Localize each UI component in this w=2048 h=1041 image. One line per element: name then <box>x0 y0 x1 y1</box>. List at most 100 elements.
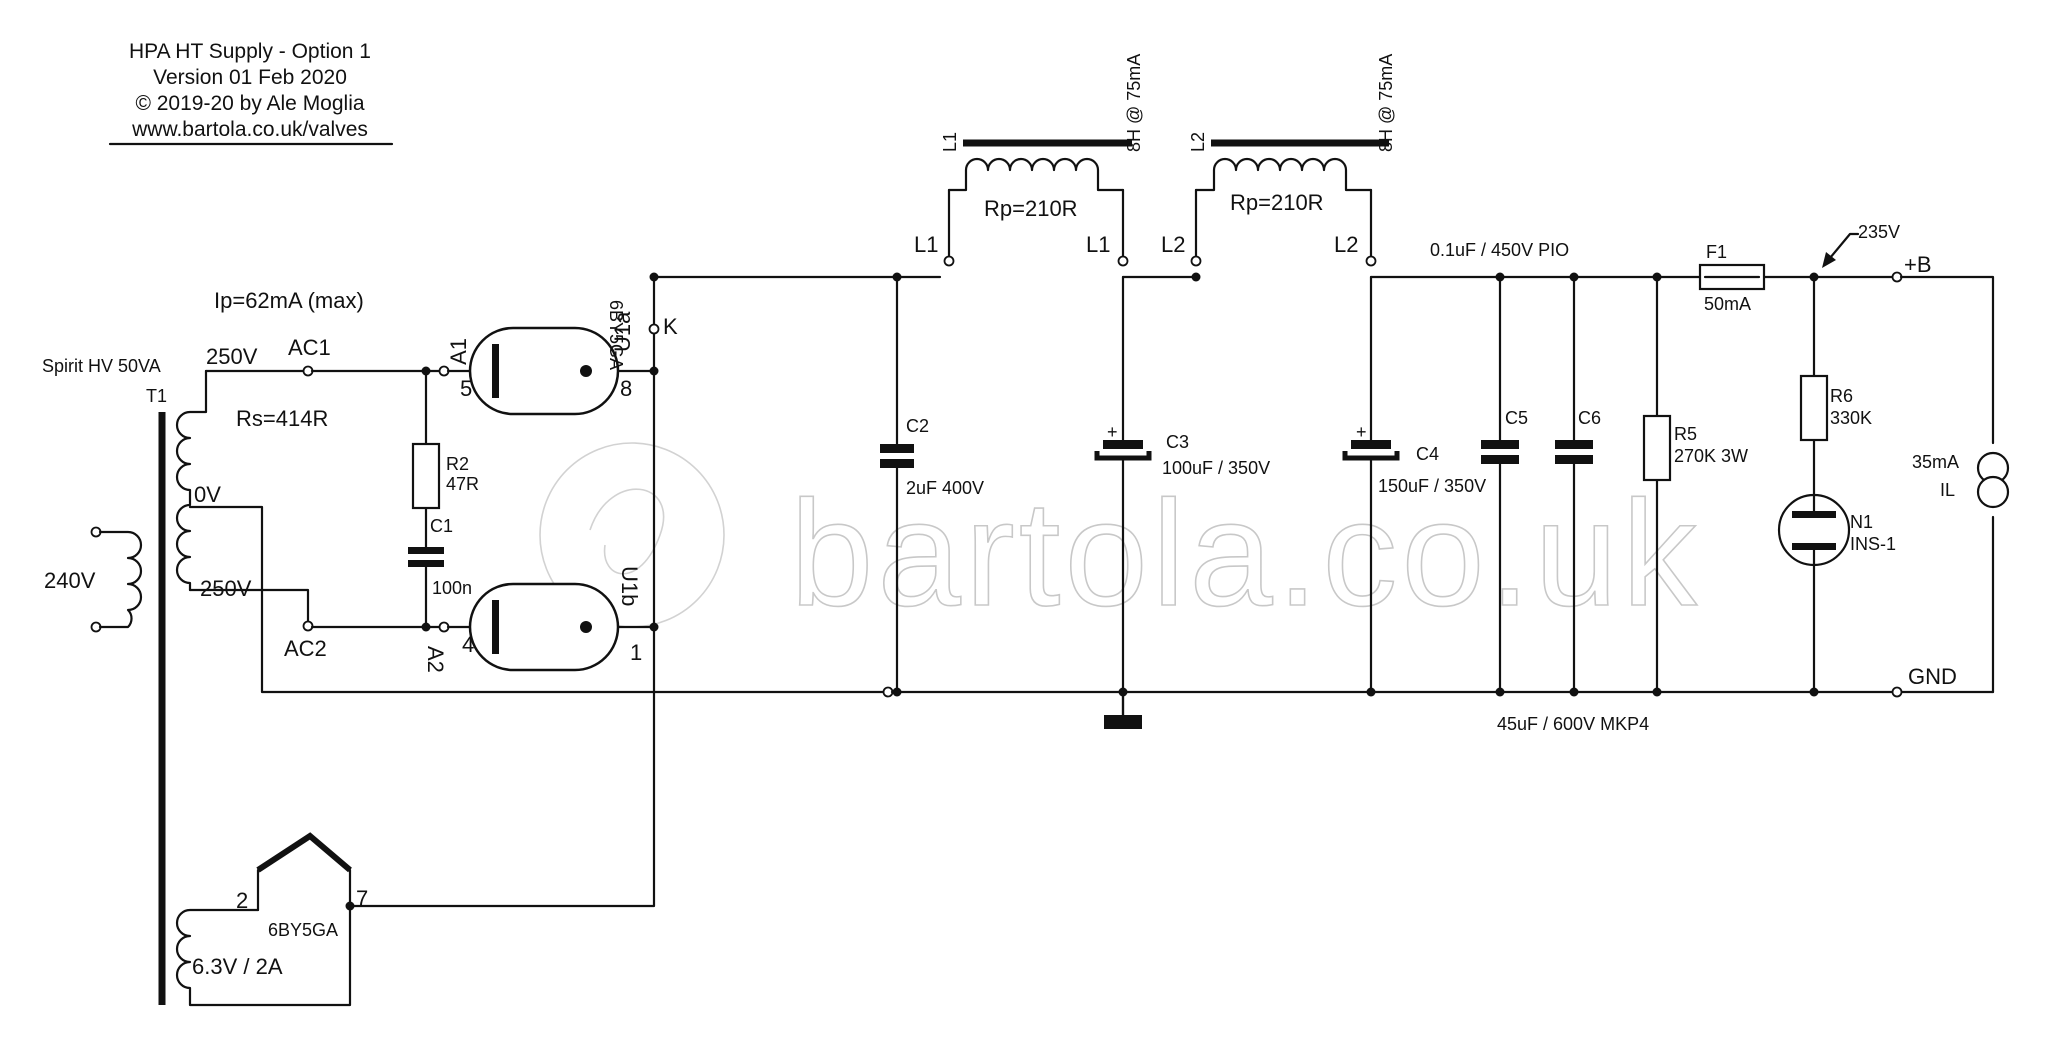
c3-plate-bottom <box>1094 451 1152 461</box>
voltage-pointer-arrowhead <box>1822 252 1836 268</box>
rectifier-u1: Ip=62mA (max) AC1 AC2 A1 5 8 U1a 6BY5GA … <box>214 288 678 940</box>
pin5-label: 5 <box>460 376 472 401</box>
output-labels: +B GND 235V <box>1822 222 1957 689</box>
c4-plus: + <box>1356 422 1367 442</box>
junction-dot <box>421 366 431 376</box>
f1-value: 50mA <box>1704 294 1751 314</box>
ac2-terminal <box>302 620 314 632</box>
n1-electrode-bottom <box>1792 543 1836 550</box>
junction-dot <box>1652 687 1662 697</box>
n1-value: INS-1 <box>1850 534 1896 554</box>
l2-rp: Rp=210R <box>1230 190 1324 215</box>
transformer-t1: Spirit HV 50VA T1 240V 250V 0V 250V Rs=4… <box>42 344 352 1007</box>
r6-ref: R6 <box>1830 386 1853 406</box>
junction-dot <box>1809 687 1819 697</box>
c5-ref: C5 <box>1505 408 1528 428</box>
load-ref: IL <box>1940 480 1955 500</box>
junction-dot <box>1191 272 1201 282</box>
r5-resistor: R5 270K 3W <box>1642 414 1748 482</box>
junction-dot <box>1569 272 1579 282</box>
hpin2-label: 2 <box>236 888 248 913</box>
title-line-4: www.bartola.co.uk/valves <box>131 118 368 141</box>
r5-ref: R5 <box>1674 424 1697 444</box>
r6-resistor: R6 330K <box>1799 374 1872 442</box>
ip-label: Ip=62mA (max) <box>214 288 364 313</box>
source-resistance: Rs=414R <box>236 406 328 431</box>
c3-ref: C3 <box>1166 432 1189 452</box>
r2-ref: R2 <box>446 454 469 474</box>
r2-body <box>411 442 441 510</box>
junction-dot <box>892 272 902 282</box>
c4-plate-top <box>1351 440 1391 449</box>
u1a-label: U1a <box>610 311 635 352</box>
u1a-envelope <box>468 326 620 416</box>
n1-neon: N1 INS-1 <box>1777 493 1896 567</box>
r5-value: 270K 3W <box>1674 446 1748 466</box>
l2-spec: 8H @ 75mA <box>1376 54 1396 152</box>
pin1-label: 1 <box>630 640 642 665</box>
title-line-1: HPA HT Supply - Option 1 <box>129 40 371 63</box>
c6-plate-top <box>1555 440 1593 449</box>
junction-dot <box>1652 272 1662 282</box>
heater-symbol <box>256 834 352 912</box>
c4-capacitor: + C4 150uF / 350V <box>1342 422 1486 496</box>
l2-terminal-left <box>1190 255 1202 267</box>
b-plus-label: +B <box>1904 252 1932 277</box>
junction-dot <box>1569 687 1579 697</box>
heater-filament <box>256 832 352 873</box>
title-line-3: © 2019-20 by Ale Moglia <box>135 92 364 115</box>
c2-plate-bottom <box>880 459 914 468</box>
c5-plate-top <box>1481 440 1519 449</box>
c1-capacitor: C1 100n <box>408 516 472 598</box>
junction-dot <box>1495 272 1505 282</box>
junction-dot <box>649 622 659 632</box>
l1-ref: L1 <box>940 132 960 152</box>
l1-choke: L1 L1 Rp=210R L1 8H @ 75mA <box>914 54 1144 267</box>
a1-label: A1 <box>446 338 471 365</box>
load-current-source: 35mA IL <box>1912 451 2010 509</box>
r2-resistor: R2 47R <box>411 442 479 510</box>
transformer-ref: T1 <box>146 386 167 406</box>
c1-plate-bottom <box>408 560 444 567</box>
l2-ref: L2 <box>1188 132 1208 152</box>
r6-value: 330K <box>1830 408 1872 428</box>
l2-right-label: L2 <box>1334 232 1358 257</box>
c2-value: 2uF 400V <box>906 478 984 498</box>
pin4-label: 4 <box>462 632 474 657</box>
wire-ac2-left <box>188 588 310 624</box>
junction-dot <box>649 366 659 376</box>
hv-secondary-winding <box>175 369 208 592</box>
c2-plate-top <box>880 444 914 453</box>
a2-label: A2 <box>423 646 448 673</box>
junction-dot <box>1495 687 1505 697</box>
n1-electrode-top <box>1792 511 1836 518</box>
load-circle-bottom <box>1976 475 2010 509</box>
ac2-label: AC2 <box>284 636 327 661</box>
f1-ref: F1 <box>1706 242 1727 262</box>
l1-terminal-left <box>943 255 955 267</box>
l1-left-label: L1 <box>914 232 938 257</box>
l2-winding <box>1194 157 1373 192</box>
wire-load-top <box>1899 275 1995 445</box>
c3-plus: + <box>1107 422 1118 442</box>
primary-winding <box>98 530 143 629</box>
r5-body <box>1642 414 1672 482</box>
f1-fuse: F1 50mA <box>1698 242 1766 314</box>
chassis-ground-symbol <box>1104 715 1142 729</box>
c6-ref: C6 <box>1578 408 1601 428</box>
u1b-cathode <box>580 621 592 633</box>
l1-rp: Rp=210R <box>984 196 1078 221</box>
wire-ground-bus-left <box>188 505 886 694</box>
c5-capacitor: C5 45uF / 600V MKP4 <box>1481 408 1649 734</box>
u1b-plate <box>492 600 499 654</box>
c5-bottom-label: 45uF / 600V MKP4 <box>1497 714 1649 734</box>
junction-dot <box>1809 272 1819 282</box>
c1-ref: C1 <box>430 516 453 536</box>
c6-plate-bottom <box>1555 455 1593 464</box>
junction-dot <box>421 622 431 632</box>
c6-top-label: 0.1uF / 450V PIO <box>1430 240 1569 260</box>
r2-value: 47R <box>446 474 479 494</box>
voltage-pointer <box>1828 232 1860 260</box>
c4-plate-bottom <box>1342 451 1400 461</box>
